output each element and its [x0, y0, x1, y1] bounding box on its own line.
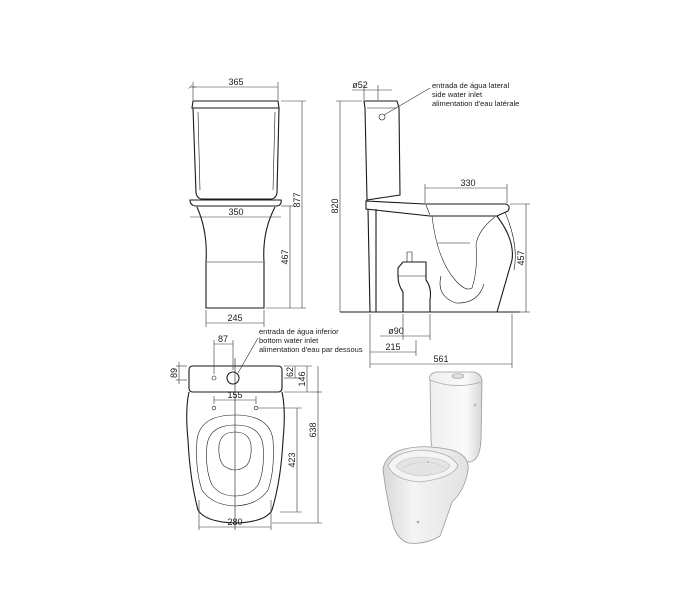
side-inlet-note: entrada de água lateral side water inlet… [432, 81, 519, 108]
dim-inlet-dia: ø52 [352, 80, 368, 90]
dim-bowl-width: 330 [460, 178, 475, 188]
render-illustration [382, 371, 483, 544]
front-view: 365 350 245 877 467 [190, 77, 306, 327]
dim-89: 89 [169, 368, 179, 378]
dim-inlet-offset: 87 [218, 334, 228, 344]
dim-width-mid: 350 [228, 207, 243, 217]
dim-depth-total: 561 [433, 354, 448, 364]
side-inlet-note-fr: alimentation d'eau latérale [432, 99, 519, 108]
bottom-inlet-note: entrada de água inferior bottom water in… [259, 327, 363, 354]
dim-outlet-offset: 215 [385, 342, 400, 352]
dim-fix-spacing: 155 [227, 390, 242, 400]
bottom-inlet-note-en: bottom water inlet [259, 336, 319, 345]
side-inlet-note-en: side water inlet [432, 90, 483, 99]
dim-height-bowl: 457 [516, 250, 526, 265]
side-view: ø52 entrada de água lateral side water i… [330, 80, 530, 368]
dim-62: 62 [285, 367, 295, 377]
dim-423: 423 [287, 452, 297, 467]
dim-width-top: 365 [228, 77, 243, 87]
dim-height-tank: 820 [330, 198, 340, 213]
dim-width-base: 245 [227, 313, 242, 323]
side-inlet-note-pt: entrada de água lateral [432, 81, 509, 90]
dim-outlet-dia: ø90 [388, 326, 404, 336]
bottom-inlet-note-fr: alimentation d'eau par dessous [259, 345, 363, 354]
dim-146: 146 [297, 371, 307, 386]
dim-width-base-top: 280 [227, 517, 242, 527]
bottom-inlet-note-pt: entrada de água inferior [259, 327, 339, 336]
dim-height-total: 877 [292, 192, 302, 207]
dim-638: 638 [308, 422, 318, 437]
top-view: 87 entrada de água inferior bottom water… [169, 327, 363, 530]
dim-height-seat: 467 [280, 249, 290, 264]
